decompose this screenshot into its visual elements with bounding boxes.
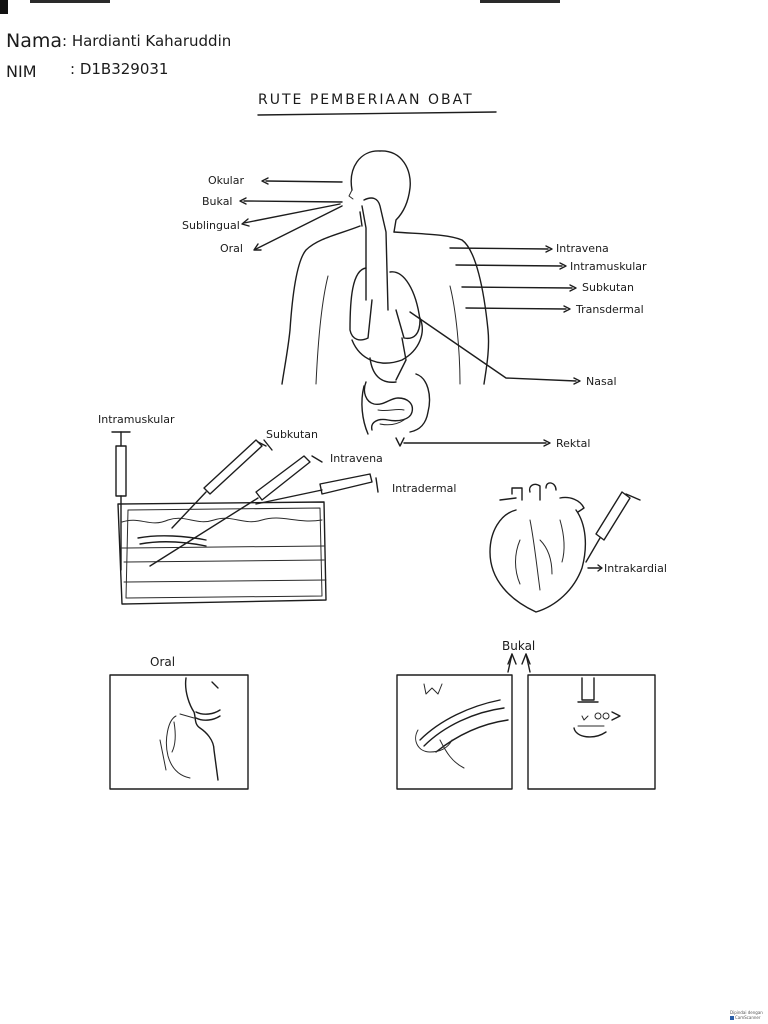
label-oral-panel: Oral [150,655,175,669]
scan-edge-strip [30,0,110,3]
label-nasal: Nasal [586,375,617,388]
scan-edge-strip [480,0,560,3]
label-intrakardial: Intrakardial [604,562,667,575]
label-inj-intradermal: Intradermal [392,482,456,495]
label-inj-intramuskular: Intramuskular [98,413,175,426]
bukal-panel-left [396,674,513,790]
label-bukal: Bukal [202,195,233,208]
scan-edge-mark [0,0,8,14]
nim-value: : D1B329031 [70,60,169,78]
oral-panel [109,674,249,790]
syringe-intrakardial [585,491,641,563]
skin-layers-diagram [117,501,327,605]
label-intramuskular: Intramuskular [570,260,647,273]
syringe-intravena [149,455,323,567]
nim-label: NIM [6,62,37,81]
label-intravena: Intravena [556,242,609,255]
label-bukal-panel: Bukal [502,639,535,653]
human-body-figure [281,150,490,447]
name-label: Nama [6,30,63,52]
scanner-watermark: Dipindai dengan CamScanner [730,1010,764,1022]
label-inj-subkutan: Subkutan [266,428,318,441]
title-underline [257,111,497,116]
syringe-subkutan [171,439,273,529]
label-sublingual: Sublingual [182,219,240,232]
syringe-intradermal [255,473,379,505]
label-subkutan: Subkutan [582,281,634,294]
name-value: : Hardianti Kaharuddin [62,32,232,50]
scanner-watermark-line1: Dipindai dengan [730,1010,763,1015]
scanner-watermark-line2: CamScanner [735,1015,761,1020]
scanner-logo-icon [730,1016,734,1020]
label-rektal: Rektal [556,437,590,450]
label-transdermal: Transdermal [575,303,644,316]
label-okular: Okular [208,174,244,187]
heart-drawing [489,482,587,613]
label-oral: Oral [220,242,243,255]
bukal-panel-right [527,674,656,790]
label-inj-intravena: Intravena [330,452,383,465]
syringe-intramuscular [111,431,131,571]
page-title: RUTE PEMBERIAAN OBAT [258,92,474,108]
